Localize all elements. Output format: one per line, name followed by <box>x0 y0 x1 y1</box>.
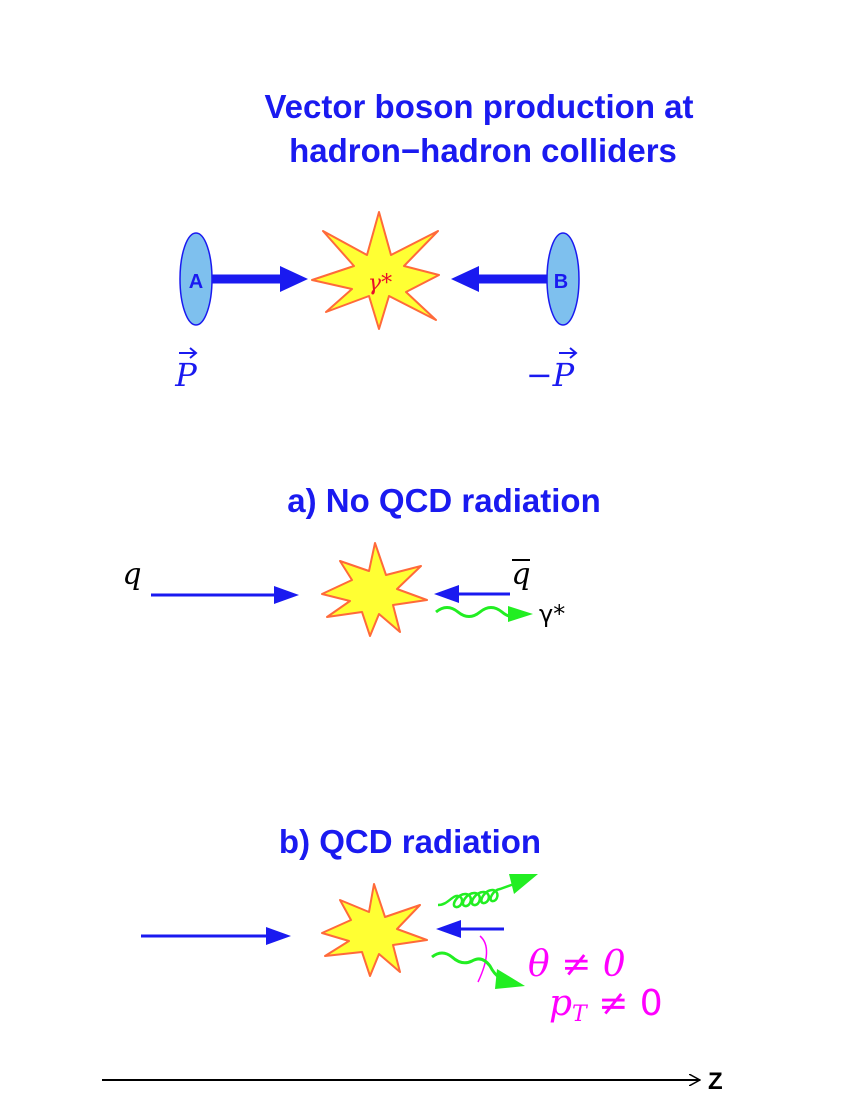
pt-symbol: p <box>549 983 572 1024</box>
title-line-2: hadron−hadron colliders <box>289 132 677 169</box>
photon-label: γ* <box>539 600 565 628</box>
panel-a-title: a) No QCD radiation <box>287 482 601 519</box>
angle-arc <box>477 935 488 983</box>
hadron-b-label: B <box>554 271 568 293</box>
collision-star-a <box>321 542 428 637</box>
hadron-a-label: A <box>189 271 203 293</box>
quark-arrow-b <box>141 927 291 945</box>
arrow-a-to-vertex <box>212 266 308 292</box>
pt-annotation: pT ≠ 0 <box>549 983 663 1027</box>
antiquark-label: q <box>511 557 530 592</box>
momentum-b-label: −P <box>526 356 575 394</box>
collision-star-b <box>321 883 428 977</box>
angle-annotation: θ ≠ 0 <box>528 944 626 985</box>
antiquark-arrow-b <box>436 920 504 938</box>
momentum-a-label: P <box>174 356 197 394</box>
vector-arrow-b-icon <box>559 347 578 359</box>
panel-b-title: b) QCD radiation <box>279 823 541 860</box>
vertex-label: γ* <box>368 271 392 296</box>
quark-label: q <box>122 557 141 592</box>
photon-line <box>435 606 533 622</box>
pt-subscript: T <box>572 1002 589 1027</box>
antiquark-arrow <box>434 585 510 603</box>
title-line-1: Vector boson production at <box>264 88 693 125</box>
arrow-b-to-vertex <box>451 266 547 292</box>
z-axis-label: Z <box>708 1068 723 1095</box>
collision-star-top <box>311 211 440 330</box>
pt-rest: ≠ 0 <box>587 983 663 1024</box>
quark-arrow <box>151 586 299 604</box>
photon-line-b <box>431 951 525 989</box>
vector-arrow-a-icon <box>179 347 198 359</box>
gluon-line <box>437 874 538 909</box>
